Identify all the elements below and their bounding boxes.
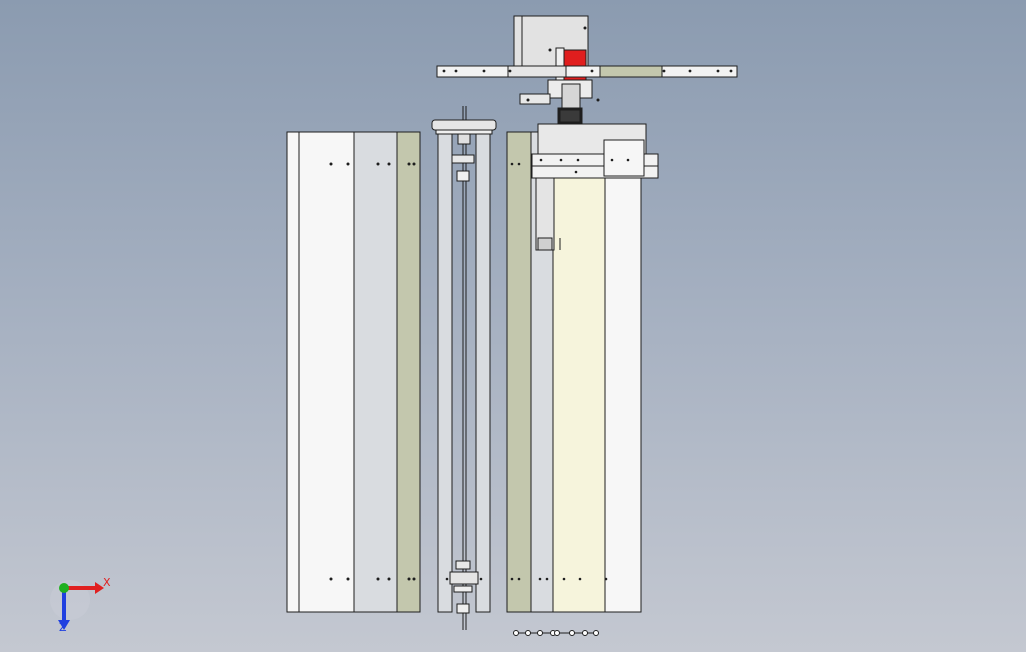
- fastener-parts[interactable]: [513, 630, 599, 636]
- lead-screw-column[interactable]: [431, 106, 497, 630]
- axis-x-label: X: [103, 576, 111, 589]
- left-panel-stack[interactable]: [286, 131, 421, 613]
- top-linear-rail[interactable]: [436, 65, 738, 78]
- carriage-bracket[interactable]: [531, 123, 659, 251]
- right-panel-stack[interactable]: [506, 131, 642, 613]
- coordinate-triad-icon: [50, 580, 104, 630]
- motor-assembly[interactable]: [513, 15, 600, 125]
- axis-z-label: Z: [59, 621, 67, 634]
